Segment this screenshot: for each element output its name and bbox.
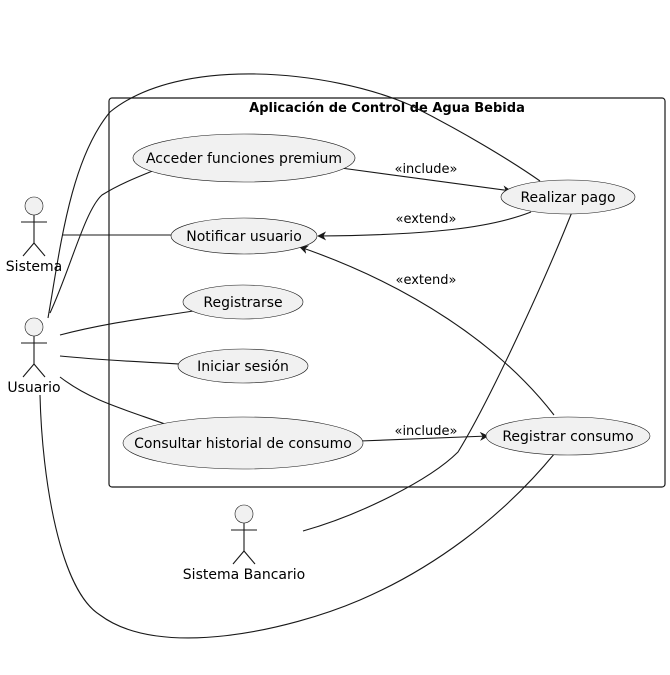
associations (39, 73, 573, 639)
use-case-historial[interactable]: Consultar historial de consumo (122, 416, 364, 470)
include-premium-pago-label: «include» (394, 162, 457, 177)
dependencies: «include» «extend» «extend» «include» (299, 162, 555, 442)
use-case-login-ellipse (177, 348, 309, 384)
use-case-login[interactable]: Iniciar sesión (177, 348, 309, 384)
use-case-consumo[interactable]: Registrar consumo (485, 416, 651, 456)
use-case-consumo-ellipse (485, 416, 651, 456)
extend-consumo-notificar-label: «extend» (396, 273, 457, 288)
use-case-notificar[interactable]: Notificar usuario (170, 217, 318, 255)
use-case-historial-label: Consultar historial de consumo (134, 436, 352, 452)
use-case-premium[interactable]: Acceder funciones premium (132, 133, 356, 183)
extend-pago-notificar-label: «extend» (396, 212, 457, 227)
extend-pago-notificar (317, 211, 532, 241)
actor-sistema-bancario[interactable]: Sistema Bancario (183, 504, 305, 583)
use-case-registrarse-label: Registrarse (203, 295, 282, 311)
assoc-usuario-premium (49, 169, 156, 314)
actor-sistema-bancario-icon (231, 504, 257, 565)
include-historial-consumo (359, 431, 489, 442)
use-case-notificar-label: Notificar usuario (186, 229, 302, 245)
assoc-usuario-consumo (39, 394, 556, 639)
use-case-premium-ellipse (132, 133, 356, 183)
actor-usuario-label: Usuario (7, 380, 60, 396)
actor-sistema-label: Sistema (6, 259, 62, 275)
assoc-banco-pago (302, 211, 573, 532)
actor-sistema-bancario-label: Sistema Bancario (183, 567, 305, 583)
use-case-premium-label: Acceder funciones premium (146, 151, 342, 167)
include-premium-pago (340, 167, 512, 195)
use-case-pago-label: Realizar pago (520, 190, 615, 206)
use-case-login-label: Iniciar sesión (197, 359, 289, 375)
include-historial-consumo-label: «include» (394, 424, 457, 439)
assoc-usuario-login (59, 355, 180, 365)
system-boundary-box (108, 97, 666, 488)
actor-usuario-icon (21, 317, 47, 378)
extend-consumo-notificar (299, 245, 555, 416)
use-case-consumo-label: Registrar consumo (502, 429, 633, 445)
use-case-notificar-ellipse (170, 217, 318, 255)
use-case-registrarse-ellipse (182, 284, 304, 320)
use-case-registrarse[interactable]: Registrarse (182, 284, 304, 320)
assoc-usuario-registrarse (59, 310, 194, 336)
use-case-pago[interactable]: Realizar pago (500, 179, 636, 215)
actor-sistema-icon (21, 196, 47, 257)
system-boundary: Aplicación de Control de Agua Bebida (108, 97, 666, 488)
actor-sistema[interactable]: Sistema (6, 196, 62, 275)
system-boundary-title: Aplicación de Control de Agua Bebida (249, 101, 525, 116)
assoc-usuario-pago (47, 73, 541, 319)
actor-usuario[interactable]: Usuario (7, 317, 61, 396)
use-case-pago-ellipse (500, 179, 636, 215)
assoc-usuario-historial (59, 376, 166, 425)
use-case-historial-ellipse (122, 416, 364, 470)
